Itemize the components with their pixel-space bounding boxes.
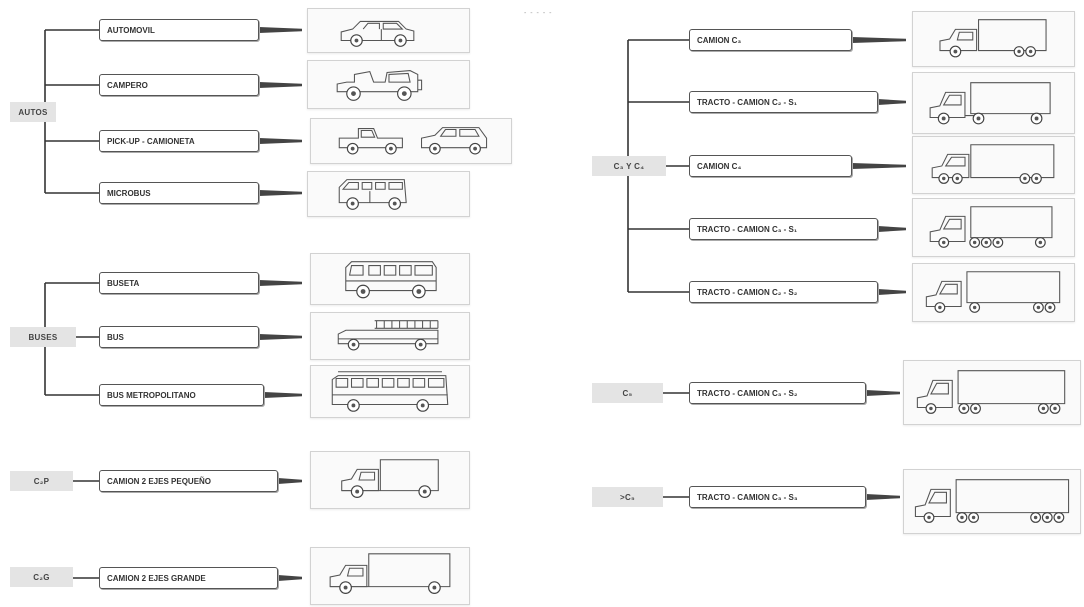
campero-illustration bbox=[307, 60, 470, 109]
bus-metropolitano-illustration bbox=[310, 365, 470, 418]
label-camion-2-ejes-grande: CAMION 2 EJES GRANDE bbox=[99, 567, 278, 589]
label-tracto-c3-s3: TRACTO - CAMION C₃ - S₃ bbox=[689, 486, 866, 508]
camion-c3-illustration bbox=[912, 11, 1075, 67]
bus-illustration bbox=[310, 312, 470, 360]
tracto-c3-s2-illustration bbox=[903, 360, 1081, 425]
label-bus: BUS bbox=[99, 326, 259, 348]
category-c3-c4: C₃ Y C₄ bbox=[592, 156, 666, 176]
category-buses: BUSES bbox=[10, 327, 76, 347]
label-buseta: BUSETA bbox=[99, 272, 259, 294]
label-camion-c3: CAMION C₃ bbox=[689, 29, 852, 51]
microbus-illustration bbox=[307, 171, 470, 217]
camion-2-ejes-grande-illustration bbox=[310, 547, 470, 605]
label-tracto-c2-s2: TRACTO - CAMION C₂ - S₂ bbox=[689, 281, 878, 303]
label-tracto-c2-s1: TRACTO - CAMION C₂ - S₁ bbox=[689, 91, 878, 113]
tracto-c2-s1-illustration bbox=[912, 72, 1075, 134]
header-dots: - - - - - bbox=[524, 10, 553, 17]
tracto-c2-s2-illustration bbox=[912, 263, 1075, 322]
tracto-c3-s1-illustration bbox=[912, 198, 1075, 257]
camion-2-ejes-pequeno-illustration bbox=[310, 451, 470, 509]
label-tracto-c3-s2: TRACTO - CAMION C₃ - S₂ bbox=[689, 382, 866, 404]
label-camion-c4: CAMION C₄ bbox=[689, 155, 852, 177]
camion-c4-illustration bbox=[912, 136, 1075, 194]
category-c2p: C₂P bbox=[10, 471, 73, 491]
label-bus-metropolitano: BUS METROPOLITANO bbox=[99, 384, 264, 406]
label-microbus: MICROBUS bbox=[99, 182, 259, 204]
label-pickup: PICK-UP - CAMIONETA bbox=[99, 130, 259, 152]
category-more-than-c5: >C₅ bbox=[592, 487, 663, 507]
label-campero: CAMPERO bbox=[99, 74, 259, 96]
label-camion-2-ejes-pequeno: CAMION 2 EJES PEQUEÑO bbox=[99, 470, 278, 492]
label-automovil: AUTOMOVIL bbox=[99, 19, 259, 41]
category-c2g: C₂G bbox=[10, 567, 73, 587]
pickup-camioneta-illustration bbox=[310, 118, 512, 164]
automovil-illustration bbox=[307, 8, 470, 53]
tracto-c3-s3-illustration bbox=[903, 469, 1081, 534]
buseta-illustration bbox=[310, 253, 470, 305]
category-autos: AUTOS bbox=[10, 102, 56, 122]
label-tracto-c3-s1: TRACTO - CAMION C₃ - S₁ bbox=[689, 218, 878, 240]
category-c5: C₅ bbox=[592, 383, 663, 403]
